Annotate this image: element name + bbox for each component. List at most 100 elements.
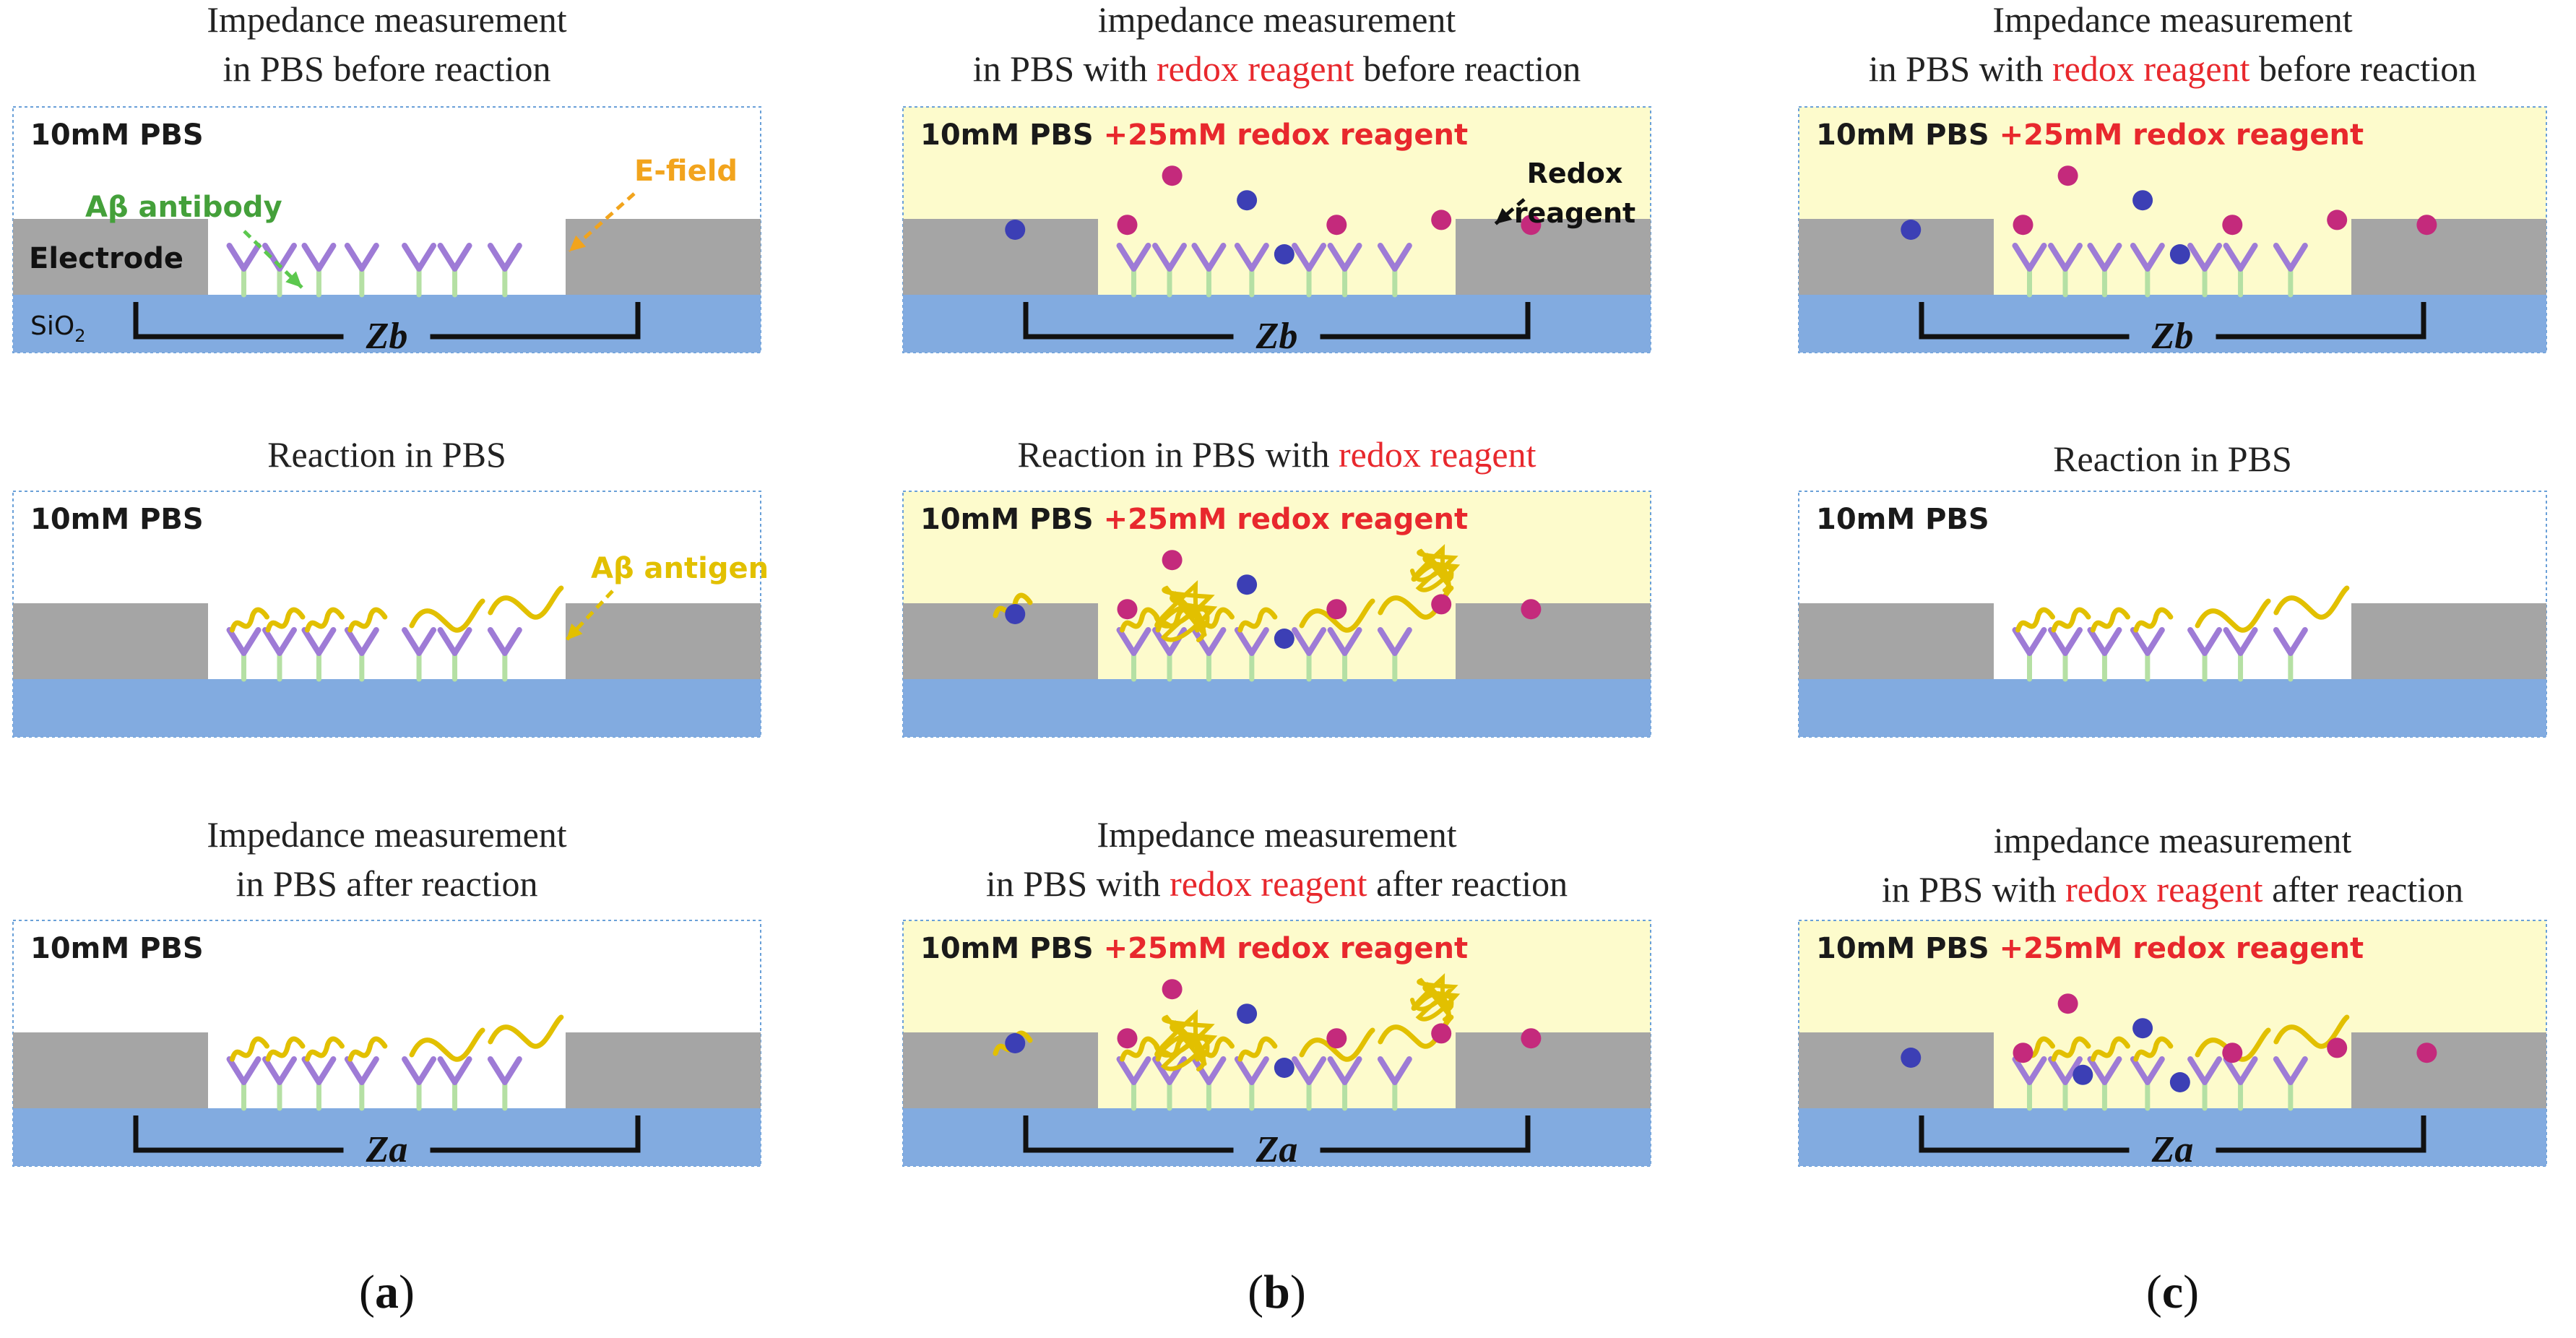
solution-label: 10mM PBS +25mM redox reagent: [920, 118, 1468, 152]
left-electrode: [1799, 1032, 1994, 1108]
redox-dot-blue: [1005, 1033, 1026, 1053]
redox-reagent-text: +25mM redox reagent: [1989, 932, 2364, 965]
panel: Impedance measurement in PBS after reacti…: [12, 814, 761, 1170]
column-label: (a): [359, 1266, 415, 1318]
text-span: before reaction: [1354, 48, 1581, 89]
antibody-arms: [1116, 1056, 1151, 1085]
antibody-arms: [2187, 1056, 2223, 1085]
panel-title: in PBS with redox reagent before reactio…: [1869, 48, 2476, 89]
antigen-tangle: [1410, 544, 1461, 592]
text-span: in PBS with: [1882, 869, 2065, 910]
antibody-arms: [226, 243, 262, 272]
panel: Impedance measurement in PBS with redox r…: [902, 814, 1651, 1170]
panel-title: in PBS before reaction: [222, 48, 550, 89]
panel-title: Impedance measurement: [207, 0, 566, 40]
panel: Impedance measurement in PBS before react…: [12, 0, 761, 357]
panel: impedance measurement in PBS with redox r…: [902, 0, 1651, 357]
panel-title: Impedance measurement: [1992, 0, 2352, 40]
solution-label: 10mM PBS +25mM redox reagent: [1816, 118, 2364, 152]
red-text-span: redox reagent: [1339, 434, 1536, 475]
column-c: Impedance measurement in PBS with redox r…: [1798, 0, 2547, 1318]
antibody-arms: [226, 1056, 262, 1085]
redox-dot-blue: [1274, 629, 1295, 649]
antibody-arms: [2273, 1056, 2308, 1085]
arrow-head: [1495, 208, 1513, 224]
measurement-bracket: [1023, 1115, 1531, 1153]
measurement-bracket: [1023, 302, 1531, 340]
impedance-label: Zb: [2151, 316, 2194, 357]
right-electrode: [1456, 603, 1651, 679]
column-a: Impedance measurement in PBS before react…: [12, 0, 769, 1318]
redox-dot-blue: [1901, 220, 1922, 240]
column-b: impedance measurement in PBS with redox r…: [902, 0, 1651, 1318]
redox-dot-red: [1521, 599, 1542, 620]
panel-title: in PBS with redox reagent before reactio…: [973, 48, 1581, 89]
text-span: impedance measurement: [1994, 820, 2352, 860]
antibody-arms: [2223, 627, 2258, 656]
solution-label: 10mM PBS +25mM redox reagent: [1816, 932, 2364, 965]
pbs-text: 10mM PBS: [30, 118, 204, 152]
measurement-bracket: [133, 302, 641, 340]
electrode-label: Electrode: [29, 242, 183, 275]
antibody-arms: [1377, 243, 1412, 272]
antibody-arms: [487, 243, 522, 272]
text-span: in PBS with: [1869, 48, 2052, 89]
redox-dot-red: [2416, 215, 2437, 236]
red-text-span: redox reagent: [2052, 48, 2250, 89]
antibody-arms: [402, 627, 437, 656]
sio2-substrate: [1799, 679, 2546, 737]
pbs-text: 10mM PBS: [1816, 932, 1989, 965]
antibody-arms: [2187, 243, 2223, 272]
antigen-tangle: [1153, 1009, 1218, 1071]
redox-dot-red: [1431, 594, 1452, 615]
antigen: [1237, 607, 1278, 633]
redox-dot-blue: [2132, 1018, 2153, 1039]
panel-title: Impedance measurement: [207, 814, 566, 855]
antibody-arms: [1327, 243, 1362, 272]
antibody-arms: [2012, 243, 2047, 272]
redox-dot-blue: [1274, 1058, 1295, 1078]
panel-title: Impedance measurement: [1097, 814, 1456, 855]
redox-dot-red: [2222, 215, 2243, 236]
solution-label: 10mM PBS: [30, 118, 204, 152]
antigen: [2090, 1036, 2130, 1062]
antigen-tangle: [1153, 580, 1218, 642]
antibody-arms: [2012, 627, 2047, 656]
antigen: [1299, 1027, 1375, 1062]
text-span: Reaction in PBS: [267, 434, 506, 475]
antibody-arms: [301, 627, 337, 656]
redox-dot-blue: [2132, 190, 2153, 211]
panel-title: in PBS with redox reagent after reaction: [986, 863, 1568, 904]
antibody-arms: [1327, 627, 1362, 656]
antibody-arms: [1234, 1056, 1269, 1085]
antibody-arms: [226, 627, 262, 656]
panel-title: Reaction in PBS with redox reagent: [1018, 434, 1536, 475]
left-electrode: [13, 1032, 208, 1108]
left-electrode: [1799, 603, 1994, 679]
text-span: Impedance measurement: [1992, 0, 2352, 40]
arrow-head: [285, 271, 302, 288]
redox-dot-blue: [1237, 190, 1258, 211]
text-span: Impedance measurement: [207, 814, 566, 855]
pbs-text: 10mM PBS: [1816, 503, 1989, 536]
redox-dot-red: [1117, 1028, 1138, 1049]
redox-reagent-text: +25mM redox reagent: [1094, 503, 1468, 536]
redox-dot-red: [1431, 210, 1452, 230]
text-span: impedance measurement: [1098, 0, 1456, 40]
text-span: after reaction: [2263, 869, 2464, 910]
text-span: in PBS with: [973, 48, 1157, 89]
antibody-arms: [2130, 243, 2165, 272]
antigen: [409, 1027, 485, 1062]
antibody-arms: [402, 243, 437, 272]
antigen: [265, 607, 306, 633]
panel-title: in PBS with redox reagent after reaction: [1882, 869, 2463, 910]
panel-title: in PBS after reaction: [236, 863, 538, 904]
redox-dot-red: [1326, 215, 1347, 236]
right-electrode: [2351, 219, 2546, 295]
solution-label: 10mM PBS: [30, 503, 204, 536]
text-span: in PBS with: [986, 863, 1170, 904]
antigen-label: Aβ antigen: [591, 552, 769, 585]
antibody-arms: [344, 1056, 379, 1085]
panel-title: Reaction in PBS: [2053, 439, 2292, 479]
antibody-arms: [2012, 1056, 2047, 1085]
